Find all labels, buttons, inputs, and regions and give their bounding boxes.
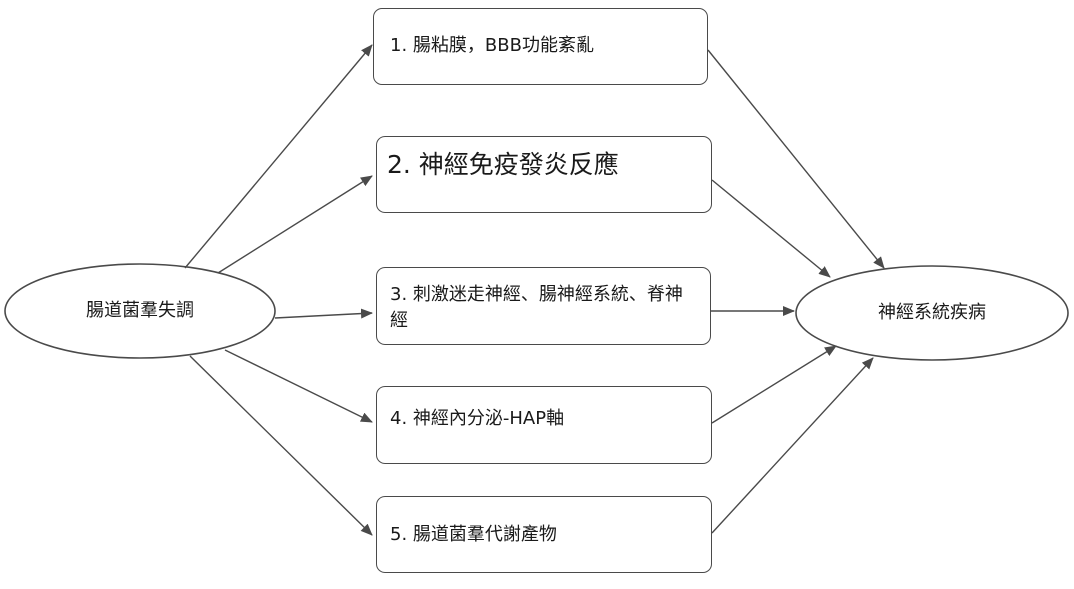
- arrow-source-to-mechanism-1: [184, 44, 373, 269]
- arrow-source-to-mechanism-3: [274, 308, 373, 319]
- mechanism-box-1: 1. 腸粘膜，BBB功能紊亂: [373, 8, 708, 85]
- arrow-source-to-mechanism-2: [217, 175, 373, 274]
- mechanism-label-5: 5. 腸道菌羣代謝產物: [390, 524, 557, 545]
- target-label: 神經系統疾病: [878, 302, 986, 323]
- mechanism-box-5: 5. 腸道菌羣代謝產物: [376, 496, 712, 573]
- arrow-mechanism-4-to-target: [711, 345, 837, 424]
- mechanism-label-1: 1. 腸粘膜，BBB功能紊亂: [390, 35, 594, 56]
- mechanism-box-4: 4. 神經內分泌-HAP軸: [376, 386, 712, 464]
- source-label: 腸道菌羣失調: [86, 300, 194, 321]
- target-ellipse: [795, 265, 1069, 361]
- arrow-mechanism-2-to-target: [711, 179, 831, 278]
- arrow-mechanism-1-to-target: [707, 49, 885, 269]
- arrow-source-to-mechanism-5: [189, 355, 373, 536]
- mechanism-label-2: 2. 神經免疫發炎反應: [387, 150, 619, 179]
- mechanism-label-3: 3. 刺激迷走神經、腸神經系統、脊神經: [390, 284, 683, 331]
- mechanism-box-3: 3. 刺激迷走神經、腸神經系統、脊神經: [376, 267, 711, 345]
- mechanism-box-2: 2. 神經免疫發炎反應: [376, 136, 712, 213]
- arrow-source-to-mechanism-4: [224, 349, 373, 423]
- arrow-mechanism-5-to-target: [711, 357, 874, 534]
- source-ellipse: [4, 263, 276, 359]
- mechanism-label-4: 4. 神經內分泌-HAP軸: [390, 408, 565, 429]
